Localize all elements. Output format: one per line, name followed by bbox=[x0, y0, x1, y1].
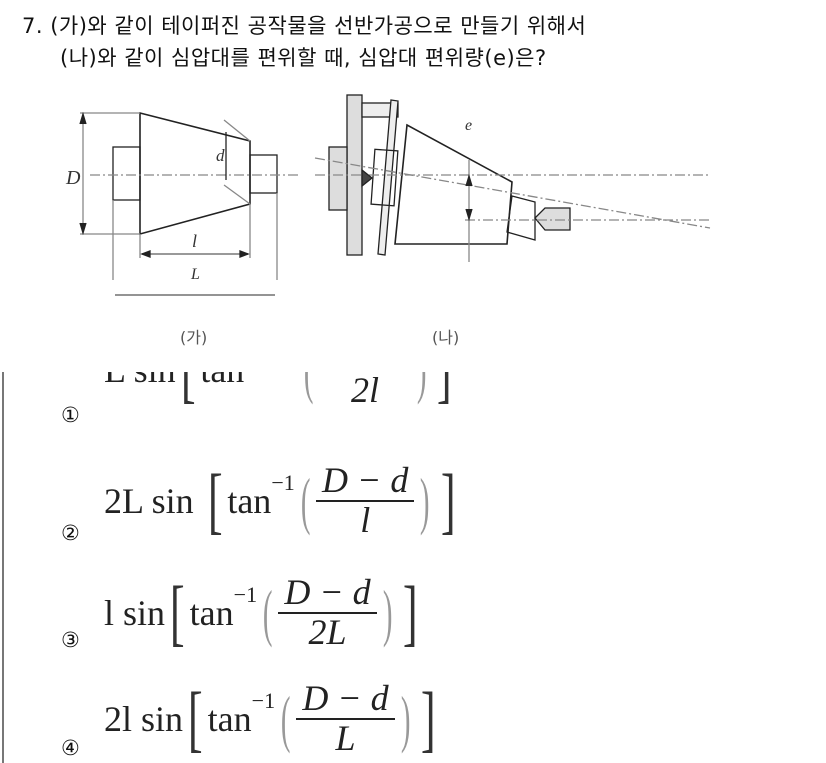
option-1-number[interactable]: ① bbox=[61, 403, 80, 427]
label-D: D bbox=[65, 167, 81, 189]
option-1-denominator: 2l bbox=[351, 372, 380, 410]
caption-na: (나) bbox=[432, 328, 459, 347]
option-1-prefix: L sin bbox=[104, 372, 176, 391]
option-1-func: tan bbox=[200, 372, 244, 391]
tapered-workpiece bbox=[79, 111, 300, 296]
question-line-1: 7. (가)와 같이 테이퍼진 공작물을 선반가공으로 만들기 위해서 bbox=[22, 14, 587, 38]
label-L: L bbox=[190, 266, 200, 283]
left-border bbox=[2, 372, 4, 763]
label-e: e bbox=[465, 117, 472, 134]
label-d: d bbox=[216, 146, 225, 165]
option-3-number[interactable]: ③ bbox=[61, 628, 80, 652]
tailstock-offset-setup bbox=[314, 94, 711, 262]
question-line-2: (나)와 같이 심압대를 편위할 때, 심압대 편위량(e)은? bbox=[60, 46, 547, 70]
label-l: l bbox=[192, 231, 197, 251]
caption-ga: (가) bbox=[180, 328, 207, 347]
option-4-number[interactable]: ④ bbox=[61, 736, 80, 760]
taper-turning-diagram: D d l L e (가) (나) bbox=[65, 94, 711, 347]
option-1[interactable]: L sin [ tan −1 ( 2l )] bbox=[0, 372, 826, 432]
option-2-number[interactable]: ② bbox=[61, 521, 80, 545]
